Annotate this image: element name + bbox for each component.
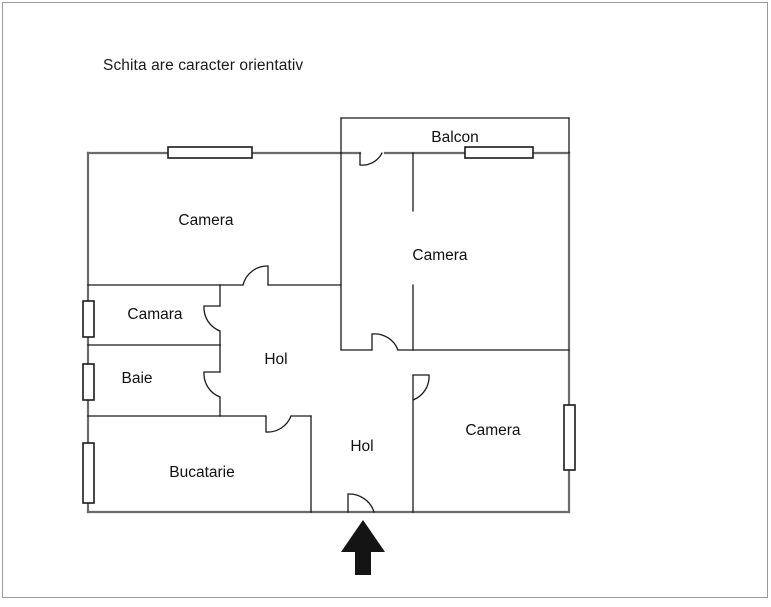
window-camera-top-left (167, 146, 253, 159)
interior-walls (87, 152, 570, 513)
room-label-camera-middle: Camera (412, 247, 468, 264)
windows (82, 146, 576, 504)
window-baie (82, 363, 95, 401)
balcony-outline (340, 117, 570, 154)
door-camera-mid-arc (371, 333, 399, 351)
exterior-walls (86, 151, 571, 514)
door-entrance-arc (347, 493, 375, 513)
room-label-camera-bottom-right: Camera (465, 422, 521, 439)
door-balcon-arc (359, 152, 383, 166)
door-baie (203, 371, 221, 398)
door-bucatarie (265, 415, 292, 433)
door-camera-middle (371, 333, 399, 351)
room-labels: Balcon Camera Camera Camara Hol Baie Cam… (121, 129, 520, 481)
door-camara (203, 305, 221, 332)
room-label-hol-lower: Hol (350, 438, 373, 455)
room-label-hol-upper: Hol (264, 351, 287, 368)
window-camera-bottom-right (563, 404, 576, 471)
window-balcon (464, 146, 534, 159)
door-bucatarie-arc (265, 415, 292, 433)
door-camera-top-left (242, 265, 269, 286)
window-bucatarie (82, 442, 95, 504)
room-label-camara: Camara (127, 306, 183, 323)
window-camara (82, 300, 95, 338)
room-label-bucatarie: Bucatarie (169, 464, 234, 481)
room-label-baie: Baie (121, 370, 152, 387)
page-title: Schita are caracter orientativ (103, 57, 304, 74)
room-label-balcon: Balcon (431, 129, 478, 146)
door-camara-arc (203, 305, 221, 332)
door-entrance (347, 493, 375, 513)
door-camera-tl-arc (242, 265, 269, 286)
room-label-camera-top-left: Camera (178, 212, 234, 229)
entrance-arrow-icon (341, 520, 385, 575)
doors (203, 152, 430, 513)
door-camera-br-arc (412, 374, 430, 401)
door-balcon (359, 152, 383, 166)
door-baie-arc (203, 371, 221, 398)
door-camera-bottom-right (412, 374, 430, 401)
